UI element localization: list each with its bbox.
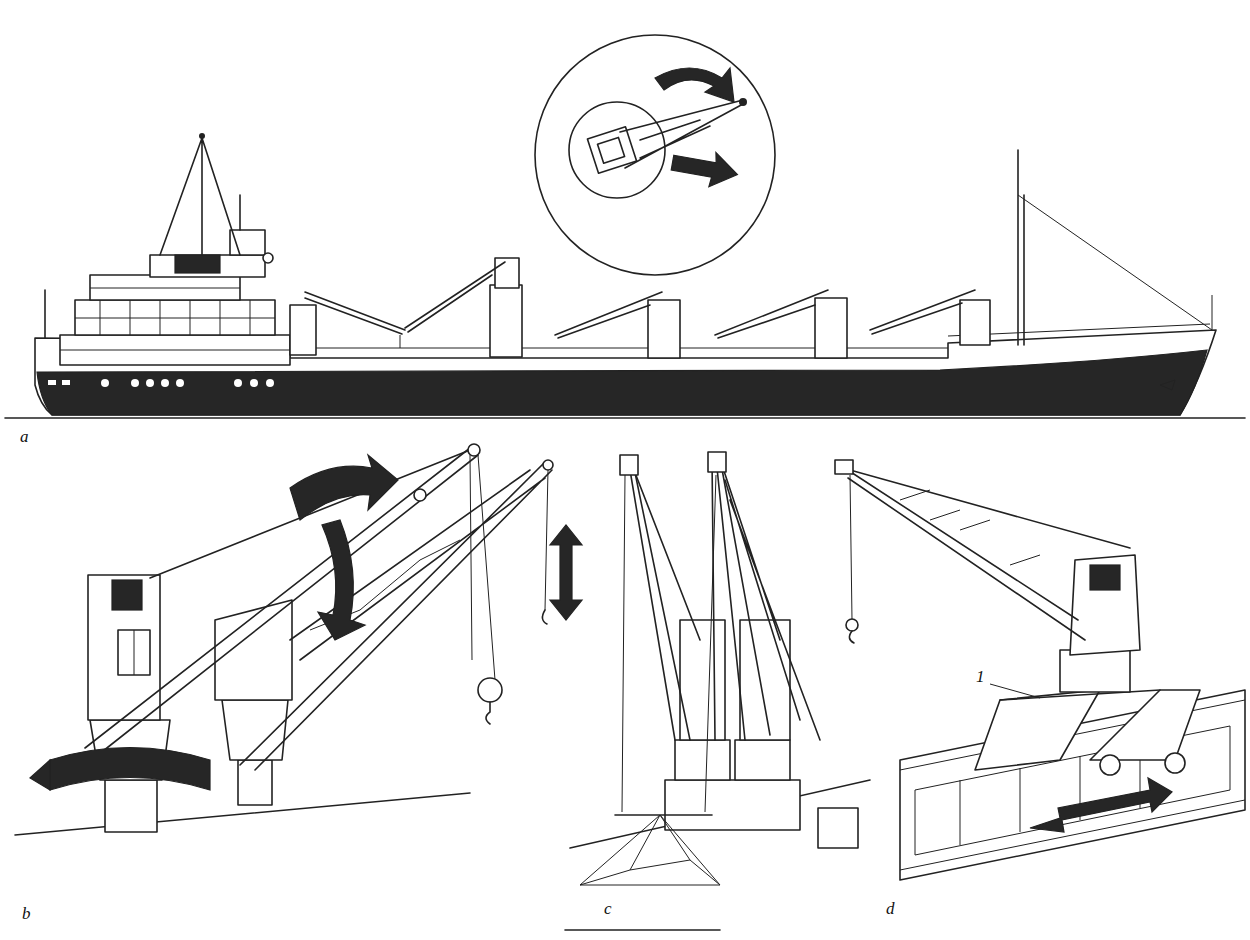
- panel-letter: d: [886, 900, 895, 917]
- gantry-crane-d: [835, 460, 1245, 880]
- panel-letter: c: [604, 900, 612, 917]
- slewing-inset: [535, 35, 775, 275]
- twin-cranes-c: [565, 452, 870, 930]
- callout-number: 1: [976, 668, 985, 685]
- panel-letter: a: [20, 428, 29, 445]
- luffing-cranes-b: [15, 444, 582, 835]
- panel-letter: b: [22, 905, 31, 922]
